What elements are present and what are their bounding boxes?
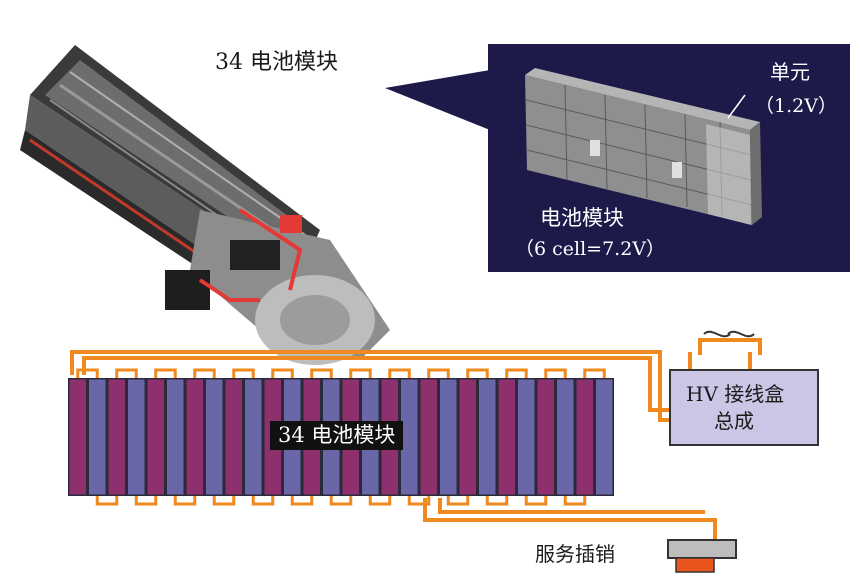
battery-module (245, 379, 262, 495)
module-label: 电池模块 (540, 206, 624, 230)
module-count-label: 34 电池模块 (215, 50, 338, 75)
battery-module (69, 379, 86, 495)
module-connector (407, 496, 431, 506)
battery-module (479, 379, 496, 495)
module-connector (505, 368, 528, 378)
cell-voltage-label: （1.2V） (755, 95, 837, 117)
hv-junction-box (669, 369, 819, 446)
center-module-label: 34 电池模块 (270, 421, 404, 450)
battery-module (206, 379, 223, 495)
battery-module (167, 379, 184, 495)
module-connector (329, 496, 353, 506)
module-connector (212, 496, 236, 506)
battery-module (401, 379, 418, 495)
module-connector (76, 368, 99, 378)
battery-module (576, 379, 593, 495)
module-connector (251, 496, 275, 506)
module-spec-label: （6 cell=7.2V） (515, 238, 666, 260)
module-connector (544, 368, 567, 378)
module-connector (310, 368, 333, 378)
battery-module (537, 379, 554, 495)
module-connector (427, 368, 450, 378)
wiring (70, 330, 762, 540)
battery-module (108, 379, 125, 495)
battery-pack-illustration (20, 45, 390, 365)
module-connector (349, 368, 372, 378)
module-connector (446, 496, 470, 506)
battery-module (518, 379, 535, 495)
module-connector (134, 496, 158, 506)
module-connector (232, 368, 255, 378)
battery-module-strip (68, 368, 614, 506)
service-plug-label: 服务插销 (535, 542, 615, 566)
battery-module (459, 379, 476, 495)
module-inset-panel (385, 44, 850, 272)
battery-module (225, 379, 242, 495)
module-connector (173, 496, 197, 506)
module-connector (388, 368, 411, 378)
battery-module (498, 379, 515, 495)
module-connector (524, 496, 548, 506)
module-connector (290, 496, 314, 506)
module-connector (271, 368, 294, 378)
hv-box-label: HV 接线盒 (686, 382, 785, 406)
battery-module (89, 379, 106, 495)
module-connector (563, 496, 587, 506)
service-plug (667, 539, 737, 573)
battery-module (186, 379, 203, 495)
module-connector (193, 368, 216, 378)
cell-label: 单元 (770, 60, 810, 84)
battery-module (596, 379, 613, 495)
module-connector (368, 496, 392, 506)
module-connector (115, 368, 138, 378)
battery-module (147, 379, 164, 495)
hv-box-sublabel: 总成 (714, 409, 754, 433)
module-connector (154, 368, 177, 378)
battery-module (557, 379, 574, 495)
module-connector (583, 368, 606, 378)
battery-module (128, 379, 145, 495)
module-connector (466, 368, 489, 378)
module-connector (485, 496, 509, 506)
battery-module (420, 379, 437, 495)
module-connector (95, 496, 119, 506)
battery-module (440, 379, 457, 495)
